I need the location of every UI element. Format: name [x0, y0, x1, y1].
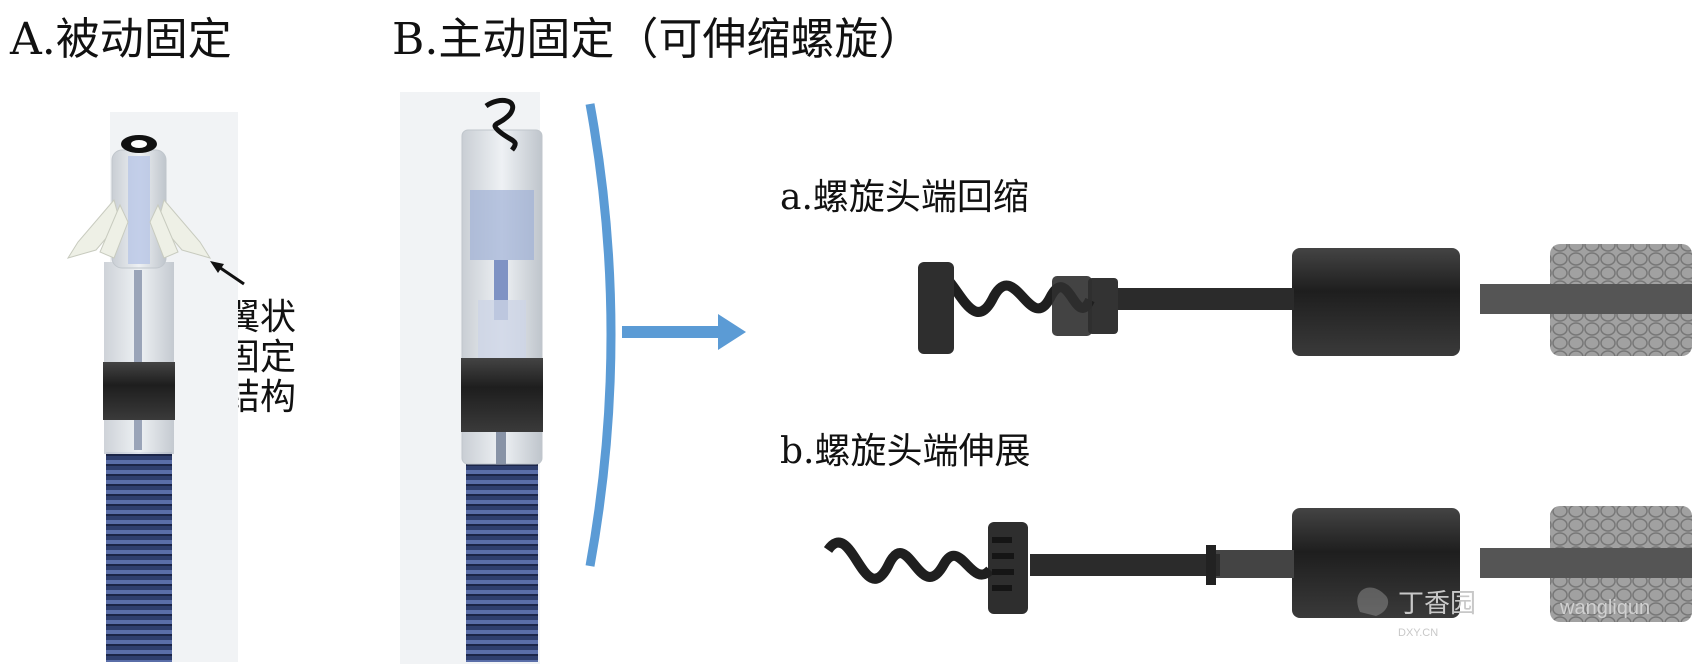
panel-b-title: B.主动固定（可伸缩螺旋）	[392, 14, 923, 65]
watermark-brand: 丁香园	[1398, 588, 1476, 618]
watermark-site: DXY.CN	[1398, 627, 1438, 639]
watermark	[1357, 587, 1389, 616]
extended-helix-illustration	[823, 506, 1692, 622]
extended-label: b.螺旋头端伸展	[780, 431, 1031, 472]
watermark-user: wangliqun	[1559, 597, 1650, 619]
leaf-logo-icon	[1357, 587, 1389, 616]
retracted-label: a.螺旋头端回缩	[780, 177, 1029, 218]
panel-a-title: A.被动固定	[10, 14, 232, 65]
passive-lead-illustration	[66, 112, 245, 662]
retracted-helix-illustration	[918, 244, 1692, 356]
active-lead-illustration	[400, 92, 746, 664]
